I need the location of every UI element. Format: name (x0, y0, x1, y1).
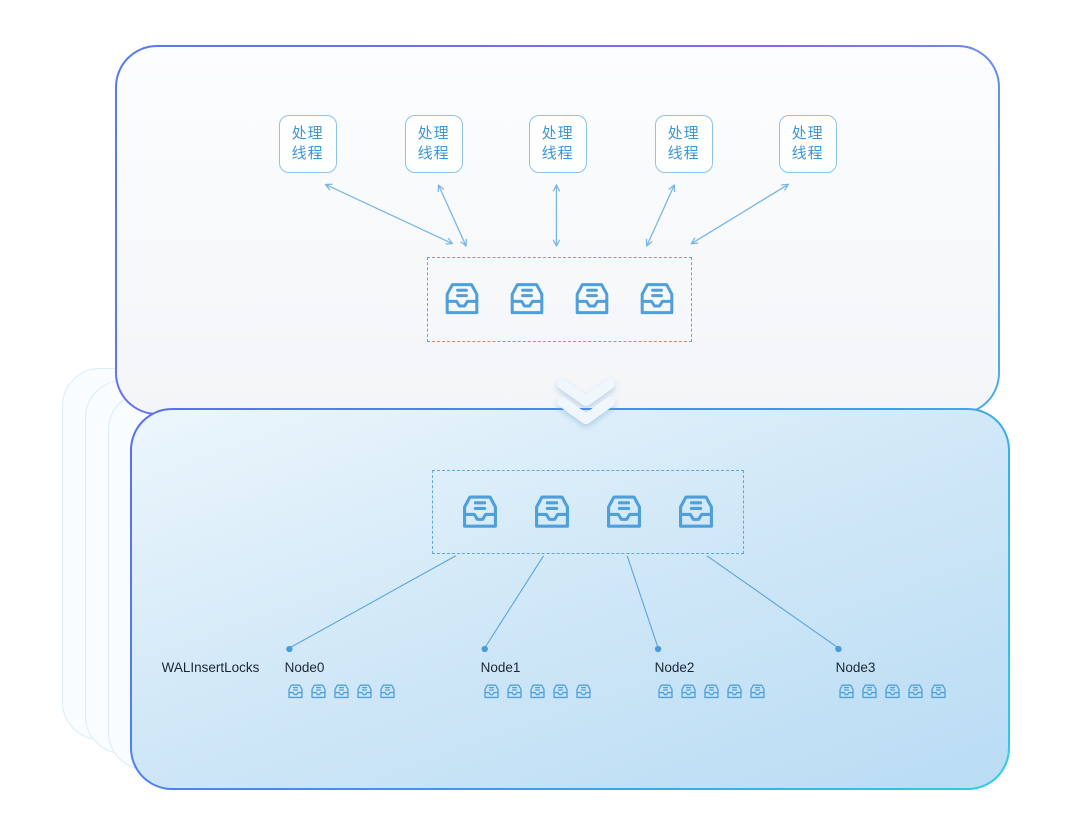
inbox-tray-icon (481, 681, 502, 702)
chevron-down-icon (557, 379, 615, 424)
inbox-tray-icon (882, 681, 903, 702)
inbox-tray-icon (905, 681, 926, 702)
inbox-tray-icon (568, 275, 616, 323)
inbox-tray-icon (503, 275, 551, 323)
connector-endpoint-dot (285, 645, 293, 652)
inbox-tray-icon (354, 681, 375, 702)
connector-line (706, 554, 839, 649)
connector-endpoint-dot (654, 645, 661, 652)
thread-box: 处理线程 (778, 114, 837, 173)
node-group-2: Node2 (655, 660, 768, 702)
top-panel-body: 处理线程 处理线程 处理线程 处理线程 处理线程 (116, 46, 999, 414)
connector-line (626, 555, 659, 648)
inbox-tray-icon (527, 681, 548, 702)
connector-endpoint-dot (834, 645, 842, 652)
thread-box-label: 处理线程 (667, 125, 700, 162)
thread-box: 处理线程 (528, 114, 587, 173)
inbox-tray-icon (331, 681, 352, 702)
inbox-tray-icon (308, 681, 329, 702)
inbox-tray-icon (655, 681, 676, 702)
thread-box-label: 处理线程 (791, 125, 824, 162)
thread-queue-arrows (324, 183, 789, 247)
bottom-panel: WALInsertLocks Node0 Node1 Node2 (130, 408, 1010, 790)
node-label: Node3 (835, 659, 876, 675)
inbox-tray-icon (724, 681, 745, 702)
connector-endpoint-dot (481, 645, 488, 652)
queue-node-connectors (285, 554, 842, 652)
node-lock-trays (481, 681, 594, 702)
inbox-tray-icon (859, 681, 880, 702)
inbox-tray-icon (678, 681, 699, 702)
thread-box-label: 处理线程 (541, 125, 574, 162)
inbox-tray-icon (928, 681, 949, 702)
node-lock-trays (655, 681, 768, 702)
double-arrow (437, 183, 467, 247)
double-arrow (645, 183, 675, 247)
node-lock-trays (836, 681, 949, 702)
wal-insert-locks-label: WALInsertLocks (161, 659, 260, 675)
inbox-tray-icon (438, 275, 486, 323)
thread-box: 处理线程 (654, 114, 713, 173)
inbox-tray-icon (377, 681, 398, 702)
inbox-tray-icon (285, 681, 306, 702)
top-panel: 处理线程 处理线程 处理线程 处理线程 处理线程 (115, 45, 1000, 415)
thread-box-label: 处理线程 (417, 125, 450, 162)
inbox-tray-icon (573, 681, 594, 702)
connector-line (288, 554, 456, 649)
inbox-tray-icon (836, 681, 857, 702)
node-label: Node1 (480, 659, 521, 675)
bottom-panel-body: WALInsertLocks Node0 Node1 Node2 (131, 409, 1009, 789)
connector-line (483, 555, 544, 648)
node-label: Node0 (284, 659, 325, 675)
inbox-tray-icon (550, 681, 571, 702)
node-label: Node2 (654, 659, 695, 675)
inbox-tray-icon (504, 681, 525, 702)
thread-box: 处理线程 (404, 114, 463, 173)
queue-tray-container (431, 469, 744, 554)
double-arrow (690, 183, 789, 244)
inbox-tray-icon (633, 275, 681, 323)
node-group-3: Node3 (836, 660, 949, 702)
thread-box-label: 处理线程 (291, 125, 324, 162)
node-group-1: Node1 (481, 660, 594, 702)
node-lock-trays (285, 681, 398, 702)
double-arrow (324, 183, 453, 245)
queue-tray-container (426, 256, 692, 342)
node-group-0: Node0 (285, 660, 398, 702)
thread-box: 处理线程 (278, 114, 337, 173)
inbox-tray-icon (701, 681, 722, 702)
inbox-tray-icon (747, 681, 768, 702)
